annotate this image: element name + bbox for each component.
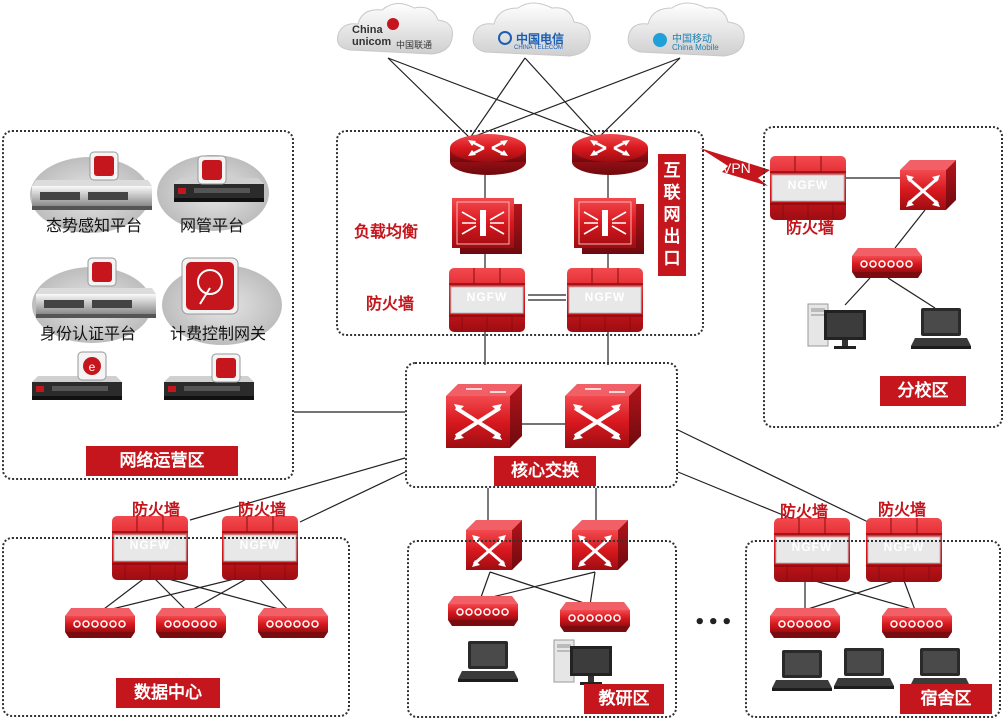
branch-campus-label: 分校区 <box>880 376 966 406</box>
dorm-firewall-label-right: 防火墙 <box>878 500 927 519</box>
ngfw-label: NGFW <box>239 538 281 552</box>
branch-campus-zone <box>763 126 1003 428</box>
branch-firewall-label: 防火墙 <box>786 218 835 237</box>
ngfw-label: NGFW <box>787 178 829 192</box>
core-switch-zone <box>405 362 678 488</box>
telecom-en-text: CHINA TELECOM <box>514 45 563 51</box>
vpn-label: VPN <box>722 160 751 176</box>
dormitory-label: 宿舍区 <box>900 684 992 714</box>
firewall-label: 防火墙 <box>366 294 415 313</box>
core-switch-label: 核心交换 <box>494 456 596 486</box>
svg-text:e: e <box>89 360 96 374</box>
teaching-research-label: 教研区 <box>584 684 664 714</box>
internet-exit-label: 互联网出口 <box>658 154 686 276</box>
billing-gateway-label: 计费控制网关 <box>170 324 267 343</box>
unicom-en-text: China unicom <box>352 24 392 48</box>
internet-exit-zone <box>336 130 704 336</box>
network-ops-zone <box>2 130 294 480</box>
ngfw-label: NGFW <box>791 540 833 554</box>
cloud-telecom <box>472 2 591 57</box>
data-center-zone <box>2 537 350 717</box>
billing-gateway-icon <box>181 257 239 315</box>
identity-auth-label: 身份认证平台 <box>40 324 137 343</box>
dormitory-zone <box>745 540 1001 718</box>
unicom-cn-text: 中国联通 <box>396 41 433 51</box>
vpn-arrow <box>700 148 770 186</box>
data-center-label: 数据中心 <box>116 678 220 708</box>
dc-firewall-label-left: 防火墙 <box>132 500 181 519</box>
dorm-firewall-label-left: 防火墙 <box>780 502 829 521</box>
ngfw-label: NGFW <box>584 290 626 304</box>
network-mgmt-label: 网管平台 <box>180 216 245 235</box>
load-balance-label: 负载均衡 <box>354 222 419 241</box>
ie-icon: e <box>77 351 107 381</box>
cloud-unicom <box>337 3 453 55</box>
cloud-mobile <box>627 2 745 57</box>
mobile-en-text: China Mobile <box>672 43 719 52</box>
teaching-research-zone <box>407 540 677 718</box>
telecom-cn-text: 中国电信 <box>516 32 565 46</box>
dc-firewall-label-right: 防火墙 <box>238 500 287 519</box>
mobile-cn-text: 中国移动 <box>672 34 712 45</box>
network-ops-label: 网络运营区 <box>86 446 238 476</box>
ngfw-label: NGFW <box>129 538 171 552</box>
ngfw-label: NGFW <box>466 290 508 304</box>
situational-awareness-label: 态势感知平台 <box>46 216 143 235</box>
ngfw-label: NGFW <box>883 540 925 554</box>
more-zones-ellipsis: ••• <box>694 612 735 633</box>
